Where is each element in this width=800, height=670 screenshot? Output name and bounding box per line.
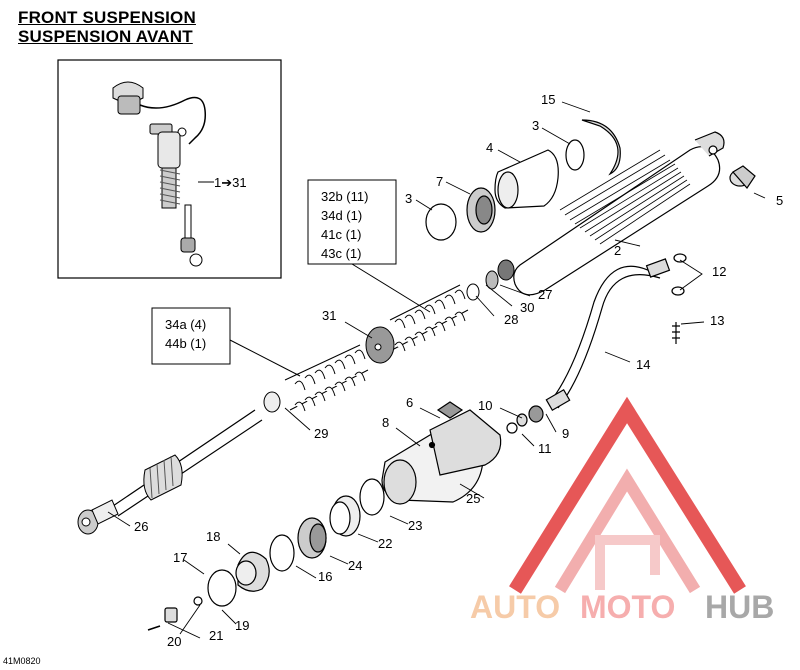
leader-lines	[107, 101, 766, 639]
callout-15: 15	[541, 92, 555, 107]
callout-28: 28	[504, 312, 518, 327]
kit-upper-line-1: 32b (11)	[321, 189, 368, 204]
upper-spring-stack	[365, 259, 515, 364]
callout-11: 11	[538, 441, 552, 456]
watermark-moto: MOTO	[580, 589, 675, 625]
callout-numbers: 2 3 3 4 5 6 7 8 9 10 11 12 13 14 15 16 1…	[134, 92, 783, 649]
callout-12: 12	[712, 264, 726, 279]
sleeve-part	[425, 119, 756, 241]
kit-box-upper: 32b (11) 34d (1) 41c (1) 43c (1)	[307, 179, 431, 313]
assembly-inset: 1➔31	[57, 59, 282, 279]
kit-lower-line-1: 34a (4)	[165, 317, 206, 332]
callout-16: 16	[318, 569, 332, 584]
callout-19: 19	[235, 618, 249, 633]
image-code: 41M0820	[3, 656, 41, 666]
callout-18: 18	[206, 529, 220, 544]
callout-21: 21	[209, 628, 223, 643]
seal-rings-part	[147, 478, 385, 631]
callout-5: 5	[776, 193, 783, 208]
callout-26: 26	[134, 519, 148, 534]
callout-29: 29	[314, 426, 328, 441]
kit-upper-line-2: 34d (1)	[321, 208, 362, 223]
kit-upper-line-3: 41c (1)	[321, 227, 361, 242]
watermark-hub: HUB	[705, 589, 774, 625]
shock-body-part	[513, 131, 725, 296]
kit-lower-line-2: 44b (1)	[165, 336, 206, 351]
watermark-auto: AUTO	[470, 589, 560, 625]
callout-23: 23	[408, 518, 422, 533]
callout-17: 17	[173, 550, 187, 565]
callout-6: 6	[406, 395, 413, 410]
inset-range-label: 1➔31	[214, 175, 247, 190]
callout-3-upper: 3	[532, 118, 539, 133]
callout-7: 7	[436, 174, 443, 189]
hose-part	[506, 253, 687, 434]
callout-9: 9	[562, 426, 569, 441]
watermark-logo: AUTO MOTO HUB	[470, 396, 774, 625]
callout-25: 25	[466, 491, 480, 506]
lower-spring-stack	[77, 344, 369, 535]
kit-upper-line-4: 43c (1)	[321, 246, 361, 261]
callout-22: 22	[378, 536, 392, 551]
callout-14: 14	[636, 357, 650, 372]
callout-4: 4	[486, 140, 493, 155]
callout-31: 31	[322, 308, 336, 323]
callout-3-left: 3	[405, 191, 412, 206]
callout-8: 8	[382, 415, 389, 430]
title-english: FRONT SUSPENSION	[18, 8, 196, 27]
callout-2: 2	[614, 243, 621, 258]
callout-30: 30	[520, 300, 534, 315]
callout-10: 10	[478, 398, 492, 413]
kit-box-lower: 34a (4) 44b (1)	[151, 307, 301, 377]
callout-27: 27	[538, 287, 552, 302]
callout-24: 24	[348, 558, 362, 573]
title-french: SUSPENSION AVANT	[18, 27, 193, 46]
callout-13: 13	[710, 313, 724, 328]
callout-20: 20	[167, 634, 181, 649]
reservoir-part	[381, 401, 502, 505]
